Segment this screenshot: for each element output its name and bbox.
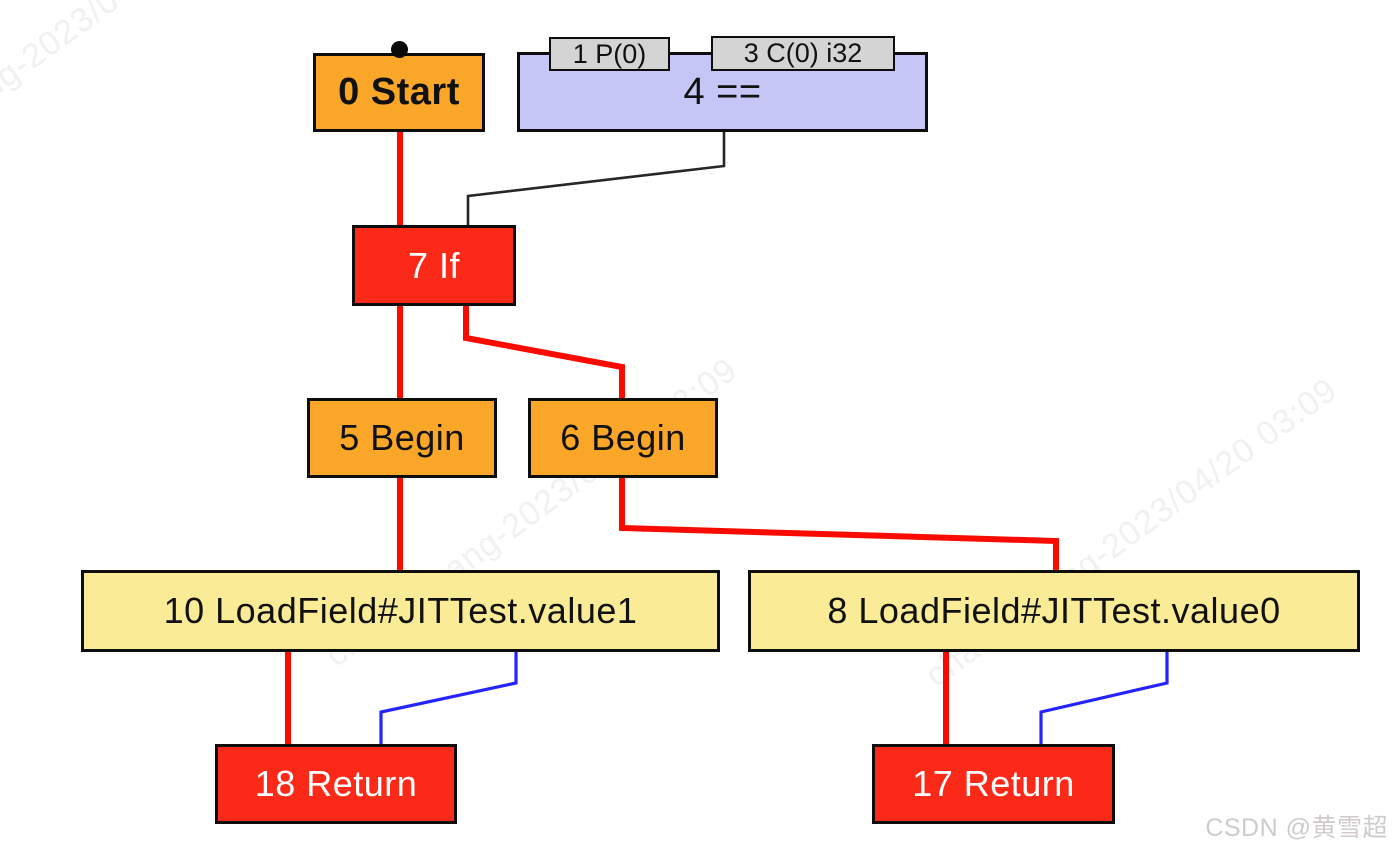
node-label: 5 Begin: [339, 417, 465, 458]
node-parameter-p0[interactable]: 1 P(0): [549, 37, 670, 71]
node-label: 3 C(0) i32: [743, 38, 863, 68]
edge-load8-data-to-return17: [1039, 652, 1169, 744]
csdn-author-watermark: CSDN @黄雪超: [1205, 814, 1388, 842]
node-label: 1 P(0): [572, 38, 647, 69]
root-anchor-dot-icon: [391, 41, 408, 58]
node-label: 4 ==: [683, 70, 762, 113]
edge-begin6-to-load8: [619, 478, 1059, 570]
node-label: 10 LoadField#JITTest.value1: [163, 590, 638, 631]
node-return-17[interactable]: 17 Return: [872, 744, 1115, 824]
edge-load10-data-to-return18: [379, 652, 518, 744]
node-loadfield-value1[interactable]: 10 LoadField#JITTest.value1: [81, 570, 720, 652]
node-constant-c0-i32[interactable]: 3 C(0) i32: [711, 36, 895, 71]
node-begin-5[interactable]: 5 Begin: [307, 398, 497, 478]
node-label: 0 Start: [338, 71, 460, 113]
node-label: 6 Begin: [560, 417, 686, 458]
node-label: 7 If: [407, 244, 461, 286]
edge-eq-to-if: [466, 132, 726, 225]
node-return-18[interactable]: 18 Return: [215, 744, 457, 824]
node-start[interactable]: 0 Start: [313, 53, 485, 132]
node-label: 8 LoadField#JITTest.value0: [827, 590, 1281, 631]
node-loadfield-value0[interactable]: 8 LoadField#JITTest.value0: [748, 570, 1360, 652]
node-label: 18 Return: [254, 763, 418, 804]
node-label: 17 Return: [912, 763, 1075, 804]
node-if[interactable]: 7 If: [352, 225, 516, 306]
edge-if-to-begin6: [463, 306, 625, 398]
node-begin-6[interactable]: 6 Begin: [528, 398, 718, 478]
